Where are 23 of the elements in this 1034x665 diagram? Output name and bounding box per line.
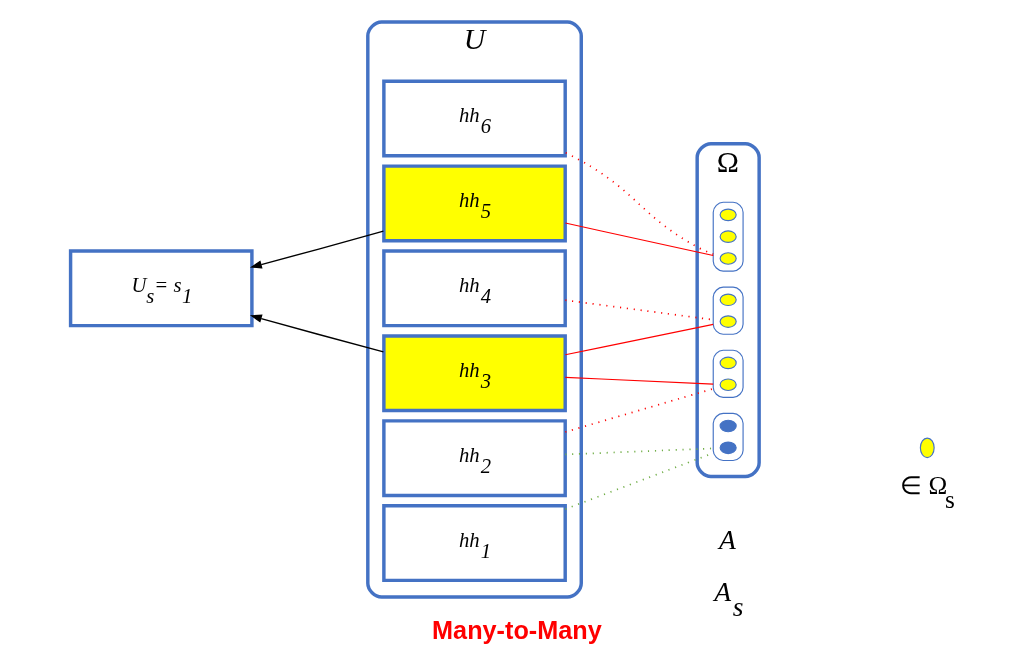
node-circle — [719, 356, 737, 370]
cluster — [712, 201, 744, 272]
cluster: Ω — [695, 142, 761, 479]
label: A — [718, 524, 736, 556]
cluster — [712, 412, 744, 462]
node-circle — [719, 208, 737, 222]
node-circle — [719, 252, 737, 265]
arrow — [249, 230, 385, 269]
cluster — [712, 286, 744, 335]
connector — [564, 222, 714, 257]
connector — [564, 376, 714, 385]
cluster — [712, 349, 744, 398]
node-circle — [719, 419, 737, 433]
node-circle — [719, 230, 737, 243]
node-circle — [719, 378, 737, 392]
connector — [564, 323, 714, 356]
node-circle — [719, 315, 737, 328]
connector — [564, 387, 715, 433]
connector — [564, 151, 715, 255]
node-circle — [719, 441, 737, 455]
node-circle — [719, 293, 737, 307]
caption: Many-to-Many — [432, 616, 602, 645]
arrow — [249, 314, 385, 353]
